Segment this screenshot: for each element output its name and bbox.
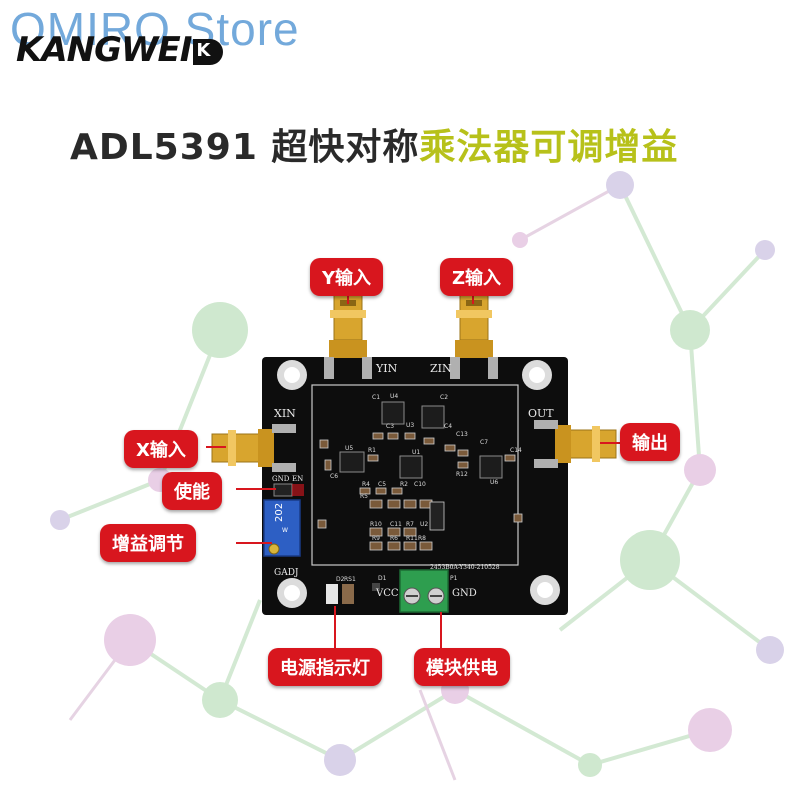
store-watermark: OMIRO Store bbox=[10, 3, 300, 55]
leader-enable bbox=[236, 488, 276, 490]
label-out: OUT bbox=[528, 407, 554, 420]
gain-potentiometer bbox=[263, 499, 301, 557]
svg-text:C6: C6 bbox=[330, 473, 338, 480]
svg-text:D2: D2 bbox=[336, 576, 345, 583]
leader-gain bbox=[236, 542, 272, 544]
label-vcc: VCC bbox=[375, 588, 399, 599]
pcb-board bbox=[262, 357, 568, 615]
ic-chips bbox=[339, 401, 503, 479]
callout-z-input: Z输入 bbox=[440, 258, 514, 296]
label-en: EN bbox=[292, 475, 303, 483]
passive-components bbox=[317, 432, 523, 551]
svg-text:R2: R2 bbox=[400, 481, 408, 488]
sma-connector-x bbox=[211, 424, 296, 472]
label-gnd: GND bbox=[452, 588, 477, 599]
callout-module-power: 模块供电 bbox=[414, 648, 510, 686]
label-zin: ZIN bbox=[430, 362, 452, 375]
svg-text:R11: R11 bbox=[406, 535, 418, 542]
leader-out bbox=[600, 442, 620, 444]
svg-text:RS1: RS1 bbox=[344, 576, 356, 583]
svg-text:R10: R10 bbox=[370, 521, 382, 528]
leader-z bbox=[472, 290, 474, 304]
leader-module-power bbox=[440, 612, 442, 648]
silk-outline bbox=[311, 384, 519, 566]
svg-text:R4: R4 bbox=[362, 481, 370, 488]
leader-x bbox=[206, 446, 226, 448]
enable-jumper bbox=[273, 483, 304, 497]
leader-power-led bbox=[334, 606, 336, 648]
label-gadj: GADJ bbox=[274, 568, 299, 578]
callout-gain-adjust: 增益调节 bbox=[100, 524, 196, 562]
svg-text:R5: R5 bbox=[360, 493, 368, 500]
label-serial: 2453B0A-Y340-210528 bbox=[430, 564, 500, 571]
leader-y bbox=[347, 290, 349, 304]
sma-connector-out bbox=[534, 420, 617, 468]
svg-text:W: W bbox=[282, 527, 288, 534]
pot-label: 202 bbox=[274, 503, 285, 522]
page-title: ADL5391 超快对称乘法器可调增益 bbox=[70, 118, 678, 170]
svg-text:C2: C2 bbox=[440, 394, 448, 401]
svg-text:P1: P1 bbox=[450, 575, 458, 582]
svg-text:R9: R9 bbox=[372, 535, 380, 542]
svg-text:C5: C5 bbox=[378, 481, 386, 488]
power-led bbox=[326, 583, 380, 604]
svg-text:C13: C13 bbox=[456, 431, 468, 438]
svg-text:R6: R6 bbox=[390, 535, 398, 542]
svg-text:U6: U6 bbox=[490, 479, 498, 486]
power-terminal bbox=[399, 569, 449, 613]
svg-text:U2: U2 bbox=[420, 521, 428, 528]
svg-text:C1: C1 bbox=[372, 394, 380, 401]
callout-output: 输出 bbox=[620, 423, 680, 461]
svg-text:R1: R1 bbox=[368, 447, 376, 454]
svg-text:U4: U4 bbox=[390, 393, 398, 400]
label-yin: YIN bbox=[375, 362, 398, 375]
title-model: ADL5391 超快对称 bbox=[70, 127, 420, 168]
svg-text:C10: C10 bbox=[414, 481, 426, 488]
svg-text:C3: C3 bbox=[386, 423, 394, 430]
svg-text:U1: U1 bbox=[412, 449, 420, 456]
svg-text:C4: C4 bbox=[444, 423, 452, 430]
svg-text:R8: R8 bbox=[418, 535, 426, 542]
callout-x-input: X输入 bbox=[124, 430, 198, 468]
svg-text:C14: C14 bbox=[510, 447, 522, 454]
svg-text:U5: U5 bbox=[345, 445, 353, 452]
svg-text:D1: D1 bbox=[378, 575, 387, 582]
brand-name: KANGWEI bbox=[16, 30, 192, 70]
label-en-gnd: GND bbox=[272, 475, 290, 483]
callout-y-input: Y输入 bbox=[310, 258, 384, 296]
svg-text:C7: C7 bbox=[480, 439, 488, 446]
callout-enable: 使能 bbox=[162, 472, 222, 510]
svg-text:U3: U3 bbox=[406, 422, 414, 429]
svg-text:R7: R7 bbox=[406, 521, 414, 528]
title-feature: 乘法器可调增益 bbox=[419, 127, 679, 168]
mounting-holes bbox=[277, 360, 560, 608]
label-xin: XIN bbox=[274, 407, 296, 420]
brand-mark-icon: K bbox=[193, 38, 224, 65]
svg-text:C11: C11 bbox=[390, 521, 402, 528]
svg-text:R12: R12 bbox=[456, 471, 468, 478]
sma-connector-z bbox=[450, 289, 498, 379]
callout-power-led: 电源指示灯 bbox=[268, 648, 382, 686]
